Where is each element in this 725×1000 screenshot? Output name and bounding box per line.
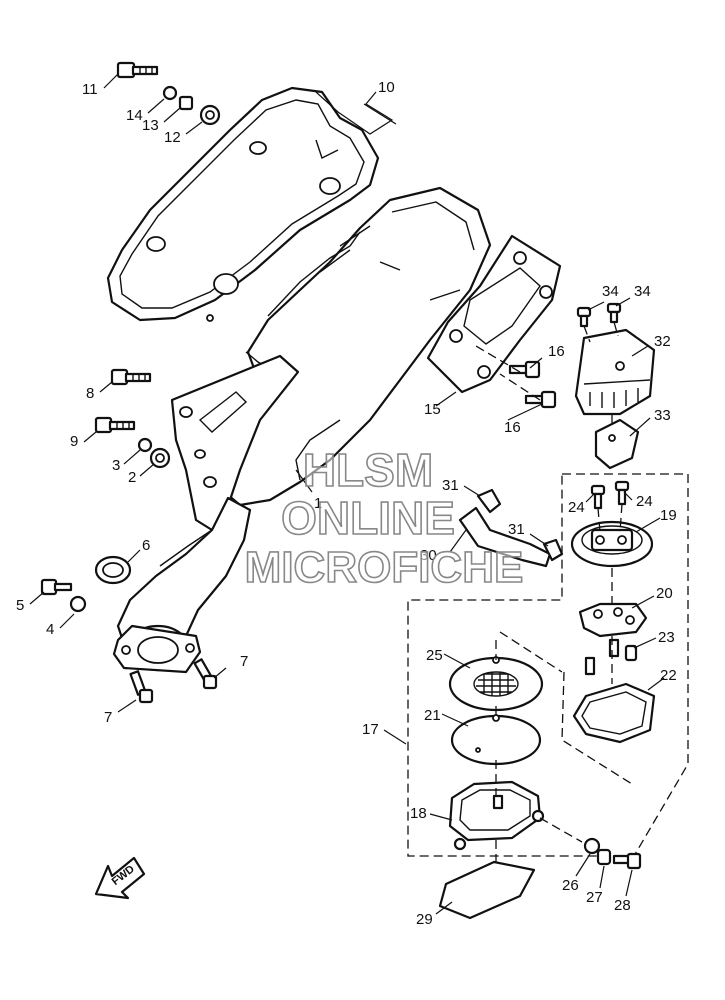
callout-26: 26 (562, 877, 579, 894)
callout-24a: 24 (568, 499, 585, 516)
callout-5: 5 (16, 597, 24, 614)
gasket-part-22[interactable] (572, 682, 656, 744)
grommet-part-12[interactable] (199, 104, 221, 126)
bolt-part-16a[interactable] (508, 360, 541, 379)
callout-9: 9 (70, 433, 78, 450)
callout-16b: 16 (504, 419, 521, 436)
collar-part-13[interactable] (178, 95, 194, 111)
screw-part-24a[interactable] (590, 484, 606, 510)
callout-3: 3 (112, 457, 120, 474)
watermark-line-2: ONLINE (281, 492, 455, 544)
callout-8: 8 (86, 385, 94, 402)
callout-22: 22 (660, 667, 677, 684)
fwd-arrow-icon: FWD (94, 856, 146, 900)
grommet-part-2[interactable] (149, 447, 171, 469)
bolt-part-5[interactable] (40, 578, 73, 596)
callout-12: 12 (164, 129, 181, 146)
washer-part-4[interactable] (69, 595, 87, 613)
screw-part-23[interactable] (584, 638, 638, 676)
screw-part-24b[interactable] (614, 480, 630, 506)
heat-shield-part-10[interactable] (106, 86, 380, 322)
callout-17: 17 (362, 721, 379, 738)
collar-part-27[interactable] (596, 848, 612, 866)
callout-19: 19 (660, 507, 677, 524)
callout-29: 29 (416, 911, 433, 928)
callout-21: 21 (424, 707, 441, 724)
plate-part-21[interactable] (450, 714, 542, 766)
callout-32: 32 (654, 333, 671, 350)
callout-23: 23 (658, 629, 675, 646)
bolt-part-28[interactable] (612, 852, 642, 870)
muffler-body-part-1[interactable] (220, 186, 492, 507)
callout-10: 10 (378, 79, 395, 96)
stud-bolt-part-7a[interactable] (193, 658, 218, 690)
protector-part-15[interactable] (426, 234, 562, 394)
callout-numbers: 11 14 13 12 10 8 9 3 2 6 5 4 7 7 15 16 1… (16, 79, 677, 928)
callout-27: 27 (586, 889, 603, 906)
callout-24b: 24 (636, 493, 653, 510)
exhaust-pipe[interactable] (112, 496, 252, 674)
watermark-line-3: MICROFICHE (245, 543, 524, 592)
washer-part-14[interactable] (162, 85, 178, 101)
callout-20: 20 (656, 585, 673, 602)
bolt-part-9[interactable] (94, 416, 136, 434)
callout-11: 11 (82, 81, 98, 98)
callout-15: 15 (424, 401, 441, 418)
screw-part-34b[interactable] (606, 302, 622, 324)
callout-33: 33 (654, 407, 671, 424)
callout-30: 30 (420, 547, 437, 564)
callout-34b: 34 (634, 283, 651, 300)
callout-6: 6 (142, 537, 150, 554)
washer-part-3[interactable] (137, 437, 153, 453)
reed-valve-part-20[interactable] (578, 602, 648, 638)
watermark-line-1: HLSM (303, 444, 433, 496)
callout-25: 25 (426, 647, 443, 664)
reed-valve-assembly-group (407, 473, 689, 857)
stud-bolt-part-7b[interactable] (129, 670, 154, 704)
callout-13: 13 (142, 117, 159, 134)
callout-14: 14 (126, 107, 143, 124)
washer-part-26[interactable] (583, 837, 601, 855)
clamp-part-31a[interactable] (476, 488, 502, 514)
callout-31b: 31 (508, 521, 525, 538)
reed-valve-cap-part-19[interactable] (570, 520, 654, 568)
callout-28: 28 (614, 897, 631, 914)
callout-18: 18 (410, 805, 427, 822)
gasket-part-6[interactable] (94, 555, 132, 585)
watermark: HLSM ONLINE MICROFICHE (244, 443, 524, 593)
cover-part-32[interactable] (574, 328, 656, 416)
callout-1: 1 (314, 495, 322, 512)
leader-lines (29, 73, 665, 915)
plate-part-33[interactable] (594, 418, 640, 470)
sheet-part-29[interactable] (438, 860, 536, 920)
screw-part-34a[interactable] (576, 306, 592, 328)
bolt-part-11[interactable] (116, 61, 159, 79)
callout-34a: 34 (602, 283, 619, 300)
callout-2: 2 (128, 469, 136, 486)
callout-7b: 7 (104, 709, 112, 726)
bolt-part-8[interactable] (110, 368, 152, 386)
callout-7a: 7 (240, 653, 248, 670)
callout-31a: 31 (442, 477, 459, 494)
callout-4: 4 (46, 621, 54, 638)
callout-16a: 16 (548, 343, 565, 360)
